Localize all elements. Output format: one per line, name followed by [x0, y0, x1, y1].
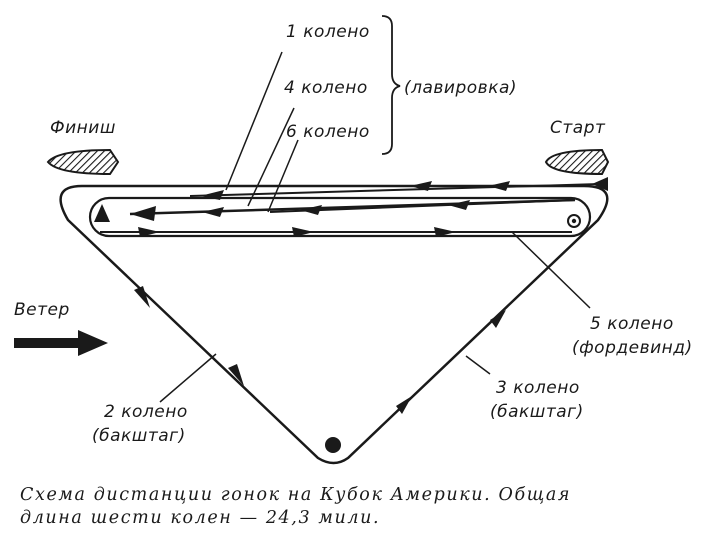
leg-label-brace [381, 15, 401, 155]
label-leg4: 4 колено [284, 78, 368, 98]
caption-line-2: длина шести колен — 24,3 мили. [20, 508, 381, 528]
arrow-leg5-b [292, 227, 314, 237]
arrow-leg2-b [228, 364, 244, 386]
leg6-leader [267, 139, 299, 213]
arrow-leg6-head [130, 206, 156, 221]
label-leg2-type: (бакштаг) [92, 426, 186, 446]
finish-boat [46, 148, 120, 176]
label-leg3: 3 колено [496, 378, 580, 398]
label-leg3-type: (бакштаг) [490, 402, 584, 422]
start-boat [544, 148, 610, 176]
arrow-leg2-a [134, 286, 150, 308]
wind-arrow [14, 330, 108, 356]
arrow-leg1-b [200, 190, 224, 200]
arrow-leg5-c [434, 227, 456, 237]
label-start: Старт [550, 118, 606, 138]
mark-buoy-bottom [325, 437, 341, 453]
leg1-leader [225, 51, 283, 191]
mark-triangle [94, 204, 110, 222]
mark-buoy-right-dot [571, 218, 577, 224]
arrow-leg1-a [410, 181, 432, 191]
caption-line-1: Схема дистанции гонок на Кубок Америки. … [20, 485, 572, 505]
arrow-leg1-c [488, 181, 510, 191]
start-line-marker [592, 177, 608, 191]
label-leg5: 5 колено [590, 314, 674, 334]
leg3-leader [465, 355, 491, 375]
course-boundary [59, 184, 609, 465]
leg1-line [189, 183, 601, 197]
arrow-leg4-a [300, 205, 322, 215]
figure-caption: Схема дистанции гонок на Кубок Америки. … [20, 484, 696, 530]
leg5-leader [511, 231, 591, 309]
arrow-leg6-a [202, 207, 224, 217]
label-wind: Ветер [14, 300, 70, 320]
label-leg5-type: (фордевинд) [572, 338, 693, 358]
leg2-leader [159, 353, 217, 403]
arrow-leg3-b [490, 310, 506, 328]
label-beating: (лавировка) [404, 78, 518, 98]
label-finish: Финиш [50, 118, 116, 138]
inner-track [88, 196, 592, 238]
arrow-leg4-b [448, 200, 470, 210]
leg6-line [129, 198, 576, 216]
label-leg2: 2 колено [104, 402, 188, 422]
leg4-leader [247, 107, 295, 207]
label-leg6: 6 колено [286, 122, 370, 142]
label-leg1: 1 колено [286, 22, 370, 42]
arrow-leg5-a [138, 227, 160, 237]
arrow-leg3-a [396, 396, 412, 414]
